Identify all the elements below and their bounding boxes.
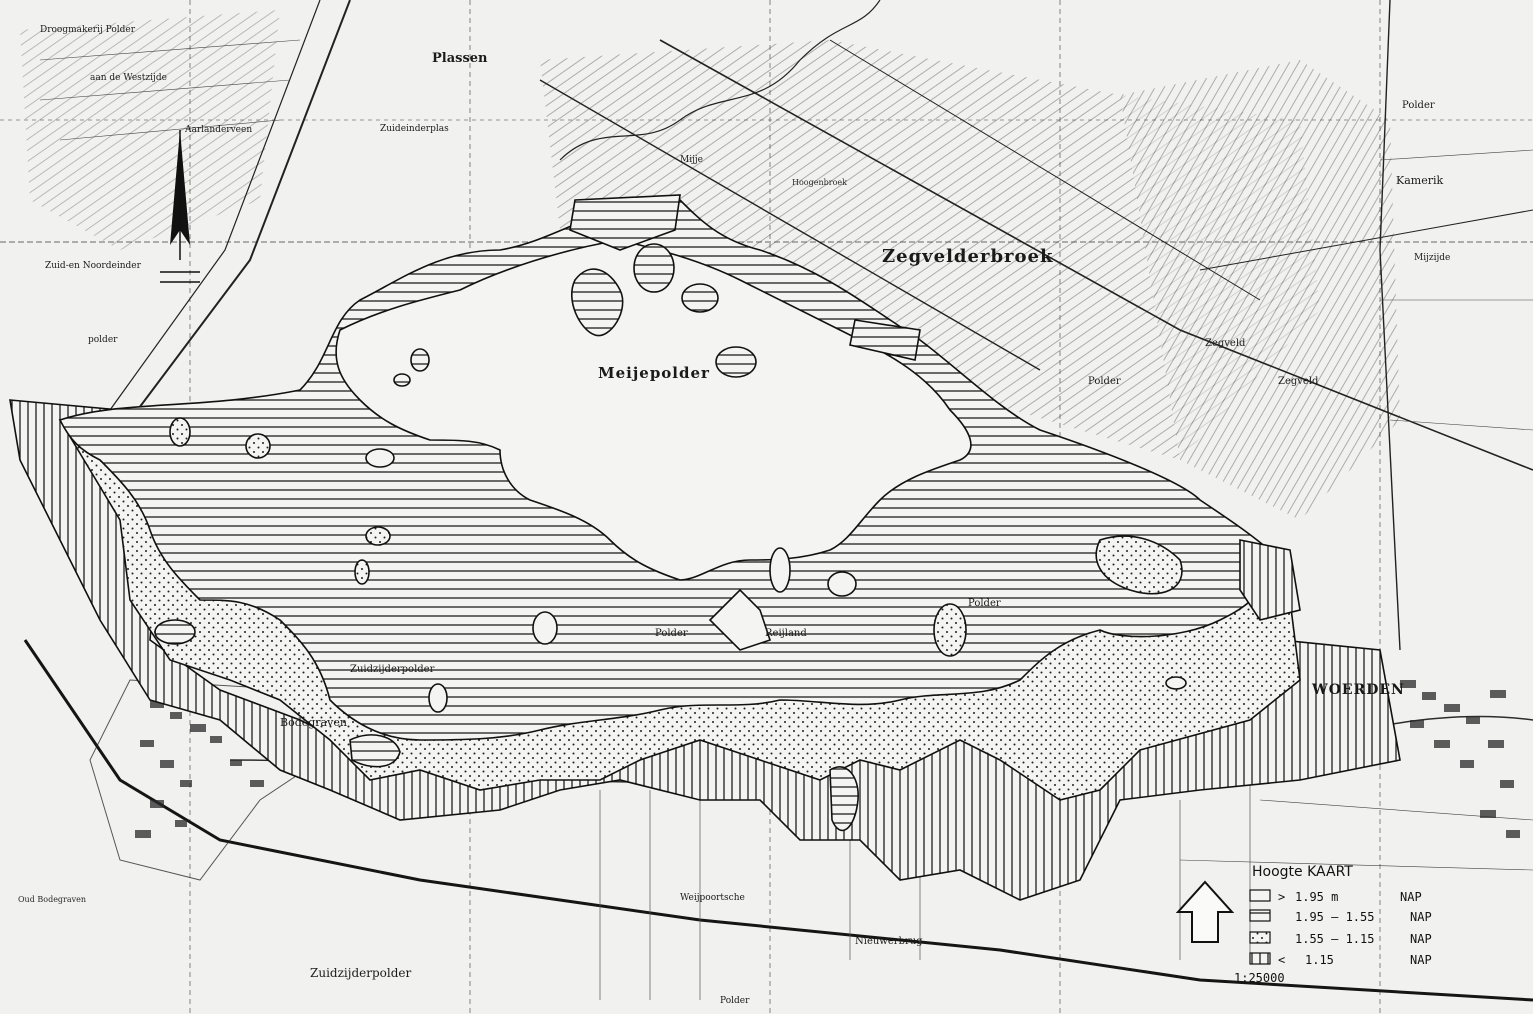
svg-text:1.95 m: 1.95 m bbox=[1295, 890, 1338, 904]
label-polder-right: Polder bbox=[1402, 100, 1435, 111]
legend-row-4: < 1.15 NAP bbox=[1249, 952, 1432, 967]
road-northeast bbox=[1379, 0, 1401, 651]
svg-text:NAP: NAP bbox=[1410, 932, 1432, 946]
svg-text:NAP: NAP bbox=[1410, 953, 1432, 967]
dot-island-2 bbox=[245, 433, 271, 459]
label-hoogenbroek: Hoogenbroek bbox=[792, 178, 847, 187]
label-plassen: Plassen bbox=[432, 51, 488, 66]
label-nieuwerbrug: Nieuwerbrug bbox=[855, 936, 923, 947]
parcel-lines bbox=[39, 39, 1533, 871]
svg-text:>: > bbox=[1278, 890, 1285, 904]
dot-island-6 bbox=[1095, 535, 1183, 595]
stream-north bbox=[559, 0, 881, 161]
raised-blob-3 bbox=[715, 346, 757, 378]
map-legend: Hoogte KAART > 1.95 m NAP 1.95 – 1.55 NA… bbox=[1175, 864, 1432, 985]
road-east bbox=[1199, 209, 1533, 271]
label-reijland: Reijland bbox=[765, 628, 807, 639]
label-zegveld-polder: Polder bbox=[1088, 376, 1121, 387]
raised-blob-5 bbox=[393, 373, 411, 387]
label-kamerik: Kamerik bbox=[1396, 174, 1443, 187]
road-diagonal-2 bbox=[659, 39, 1533, 471]
road-northwest-2 bbox=[109, 0, 321, 411]
road-northwest bbox=[129, 0, 351, 421]
label-polder-bottom: Polder bbox=[720, 996, 750, 1006]
white-island-6 bbox=[428, 683, 448, 713]
label-zuidzijderpolder-bottom: Zuidzijderpolder bbox=[310, 966, 412, 980]
svg-text:NAP: NAP bbox=[1410, 910, 1432, 924]
label-weijpoortsche: Weijpoortsche bbox=[680, 893, 745, 903]
raised-blob-2 bbox=[681, 283, 719, 313]
label-woerden: WOERDEN bbox=[1311, 682, 1405, 698]
road-diagonal-3 bbox=[829, 39, 1261, 301]
north-arrow-icon bbox=[160, 130, 200, 283]
label-zuidzijderpolder-mid: Zuidzijderpolder bbox=[350, 664, 435, 675]
white-island-4 bbox=[769, 547, 791, 593]
label-droogmakerij: Droogmakerij Polder bbox=[40, 25, 136, 35]
raised-blob-6 bbox=[570, 268, 624, 337]
hatched-field-west bbox=[20, 10, 280, 250]
field-ditches-south bbox=[599, 780, 1251, 1000]
raised-blob-4 bbox=[410, 348, 430, 372]
label-polder-left: polder bbox=[88, 335, 118, 345]
label-polder-center: Polder bbox=[968, 598, 1001, 609]
raised-blob-7 bbox=[849, 319, 921, 361]
railway-line bbox=[23, 639, 1533, 1002]
dot-island-5 bbox=[933, 603, 967, 657]
dot-island-3 bbox=[365, 526, 391, 546]
label-zegveld-1: Zegveld bbox=[1205, 338, 1246, 349]
horiz-pocket-south-2 bbox=[349, 734, 401, 768]
svg-text:NAP: NAP bbox=[1400, 890, 1422, 904]
legend-title: Hoogte KAART bbox=[1252, 864, 1353, 880]
legend-row-3: 1.55 – 1.15 NAP bbox=[1249, 931, 1432, 946]
white-island-7 bbox=[1165, 676, 1187, 690]
town-blocks-west bbox=[135, 700, 264, 838]
label-zegvelderbroek: Zegvelderbroek bbox=[882, 246, 1053, 267]
svg-text:<: < bbox=[1278, 953, 1285, 967]
hatched-field-northeast bbox=[1120, 60, 1400, 520]
legend-scale: 1:25000 bbox=[1234, 971, 1285, 985]
label-meijepolder: Meijepolder bbox=[598, 364, 710, 382]
dot-island-4 bbox=[354, 559, 370, 585]
hatched-field-north bbox=[540, 40, 1320, 460]
label-zegveld-2: Zegveld bbox=[1278, 376, 1319, 387]
road-diagonal-1 bbox=[539, 79, 1041, 371]
white-island-3 bbox=[827, 571, 857, 597]
height-zones bbox=[9, 194, 1401, 901]
horiz-pocket-south-1 bbox=[829, 766, 859, 832]
label-zuid-noordeinder: Zuid-en Noordeinder bbox=[45, 261, 142, 271]
built-up-areas bbox=[89, 679, 1520, 881]
svg-text:1.15: 1.15 bbox=[1305, 953, 1334, 967]
legend-row-1: > 1.95 m NAP bbox=[1249, 889, 1422, 904]
label-zuideinderplas: Zuideinderplas bbox=[380, 124, 449, 134]
place-labels: Droogmakerij Polder aan de Westzijde Aar… bbox=[18, 25, 1450, 1006]
label-aarlanderveen: Aarlanderveen bbox=[184, 125, 252, 135]
label-westzijde: aan de Westzijde bbox=[90, 73, 167, 83]
dot-island-1 bbox=[169, 417, 191, 447]
horiz-island-west bbox=[154, 619, 196, 645]
label-bodegraven: Bodegraven bbox=[280, 716, 347, 729]
svg-text:1.95 – 1.55: 1.95 – 1.55 bbox=[1295, 910, 1374, 924]
town-blocks-woerden bbox=[1400, 680, 1520, 838]
vert-island-1 bbox=[1239, 539, 1301, 621]
raised-blob-8 bbox=[569, 194, 681, 251]
svg-text:1.55 – 1.15: 1.55 – 1.15 bbox=[1295, 932, 1374, 946]
legend-row-2: 1.95 – 1.55 NAP bbox=[1249, 909, 1432, 924]
up-arrow-icon bbox=[1175, 880, 1235, 943]
raised-blob-1 bbox=[633, 243, 675, 293]
label-mijje: Mijje bbox=[680, 155, 703, 165]
white-island-1 bbox=[532, 611, 558, 645]
label-mijzijde: Mijzijde bbox=[1414, 253, 1450, 263]
white-island-2 bbox=[708, 588, 772, 651]
white-island-5 bbox=[365, 448, 395, 468]
label-oud-bodegraven: Oud Bodegraven bbox=[18, 895, 86, 904]
label-polder-reijland: Polder bbox=[655, 628, 688, 639]
